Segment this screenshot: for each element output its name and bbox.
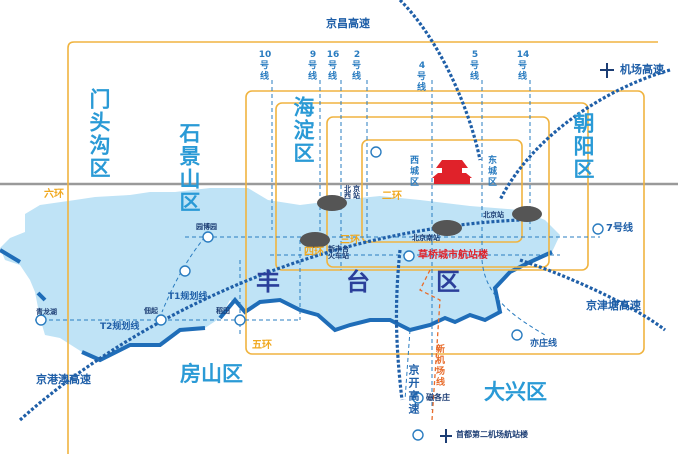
ring-6 [67,41,658,454]
district-daxing: 大兴区 [484,380,547,404]
station-beijing-south: 北京南站 [412,234,440,242]
district-fangshan: 房山区 [180,362,243,386]
ring-2 [361,139,523,243]
station-daotian: 稻田 [216,307,230,315]
district-xicheng: 西城区 [408,155,418,188]
ring-label-3: 三环 [340,235,360,246]
metro-14-num: 14 [516,50,530,60]
station-qinglonghu: 青龙湖 [36,308,57,316]
station-taozhuang: 佃起 [144,307,158,315]
district-fengtai-3: 区 [436,268,460,296]
road-jingkai: 京开高速 [407,364,420,416]
station-caoqiao: 草桥城市航站楼 [418,250,488,261]
ring-3 [326,116,550,268]
metro-2-suffix: 号线 [350,60,360,82]
ring-roads [67,41,658,454]
station-fengtai: 新丰台火车站 [328,245,349,260]
ring-label-6: 六环 [44,189,64,200]
ring-label-4: 四环 [304,247,324,258]
metro-10-suffix: 号线 [258,60,268,82]
ring-5 [245,90,645,355]
line-new-airport-label: 新机场线 [434,344,444,388]
station-yuanboyuan: 园博园 [196,223,217,231]
metro-5-suffix: 号线 [468,60,478,82]
line-7-label: 7号线 [606,223,633,234]
line-t1-label: T1规划线 [168,292,208,302]
district-haidian: 海淀区 [291,96,315,165]
tiananmen-icon [432,160,472,184]
ring-label-2: 二环 [382,191,402,202]
district-chaoyang: 朝阳区 [571,112,595,181]
metro-9-suffix: 号线 [306,60,316,82]
highways [18,0,671,422]
line-yizhuang-label: 亦庄线 [530,339,558,349]
district-fengtai-2: 台 [346,268,370,296]
metro-2-num: 2 [353,50,361,60]
road-jinggangao: 京港澳高速 [36,373,91,386]
metro-5-num: 5 [471,50,479,60]
road-airport: 机场高速 [620,63,664,76]
metro-16-suffix: 号线 [326,60,336,82]
metro-10-num: 10 [258,50,272,60]
line-t2-label: T2规划线 [100,322,140,332]
station-daxing-airport: 首都第二机场航站楼 [456,430,528,439]
metro-9-num: 9 [309,50,317,60]
ring-label-5: 五环 [252,340,272,351]
metro-16-num: 16 [326,50,340,60]
fengtai-land [0,188,560,360]
district-mentougou: 门头沟区 [87,88,111,180]
metro-4-suffix: 号线 [415,71,425,93]
station-markers [35,146,604,441]
district-shijingshan: 石景山区 [177,122,201,214]
metro-4-num: 4 [418,61,426,71]
train-icons [300,195,542,248]
metro-lines [35,80,600,410]
district-fengtai-1: 丰 [256,268,280,296]
road-jingchang: 京昌高速 [326,17,370,30]
road-jingjintang: 京津塘高速 [586,299,641,312]
station-beijing-west: 北京西站 [344,185,362,200]
district-dongcheng: 东城区 [486,155,496,188]
coastline [0,248,553,363]
metro-14-suffix: 号线 [516,60,526,82]
station-cigezhuang: 磁各庄 [426,393,450,402]
station-beijing: 北京站 [483,211,504,219]
plane-icons [440,63,614,443]
